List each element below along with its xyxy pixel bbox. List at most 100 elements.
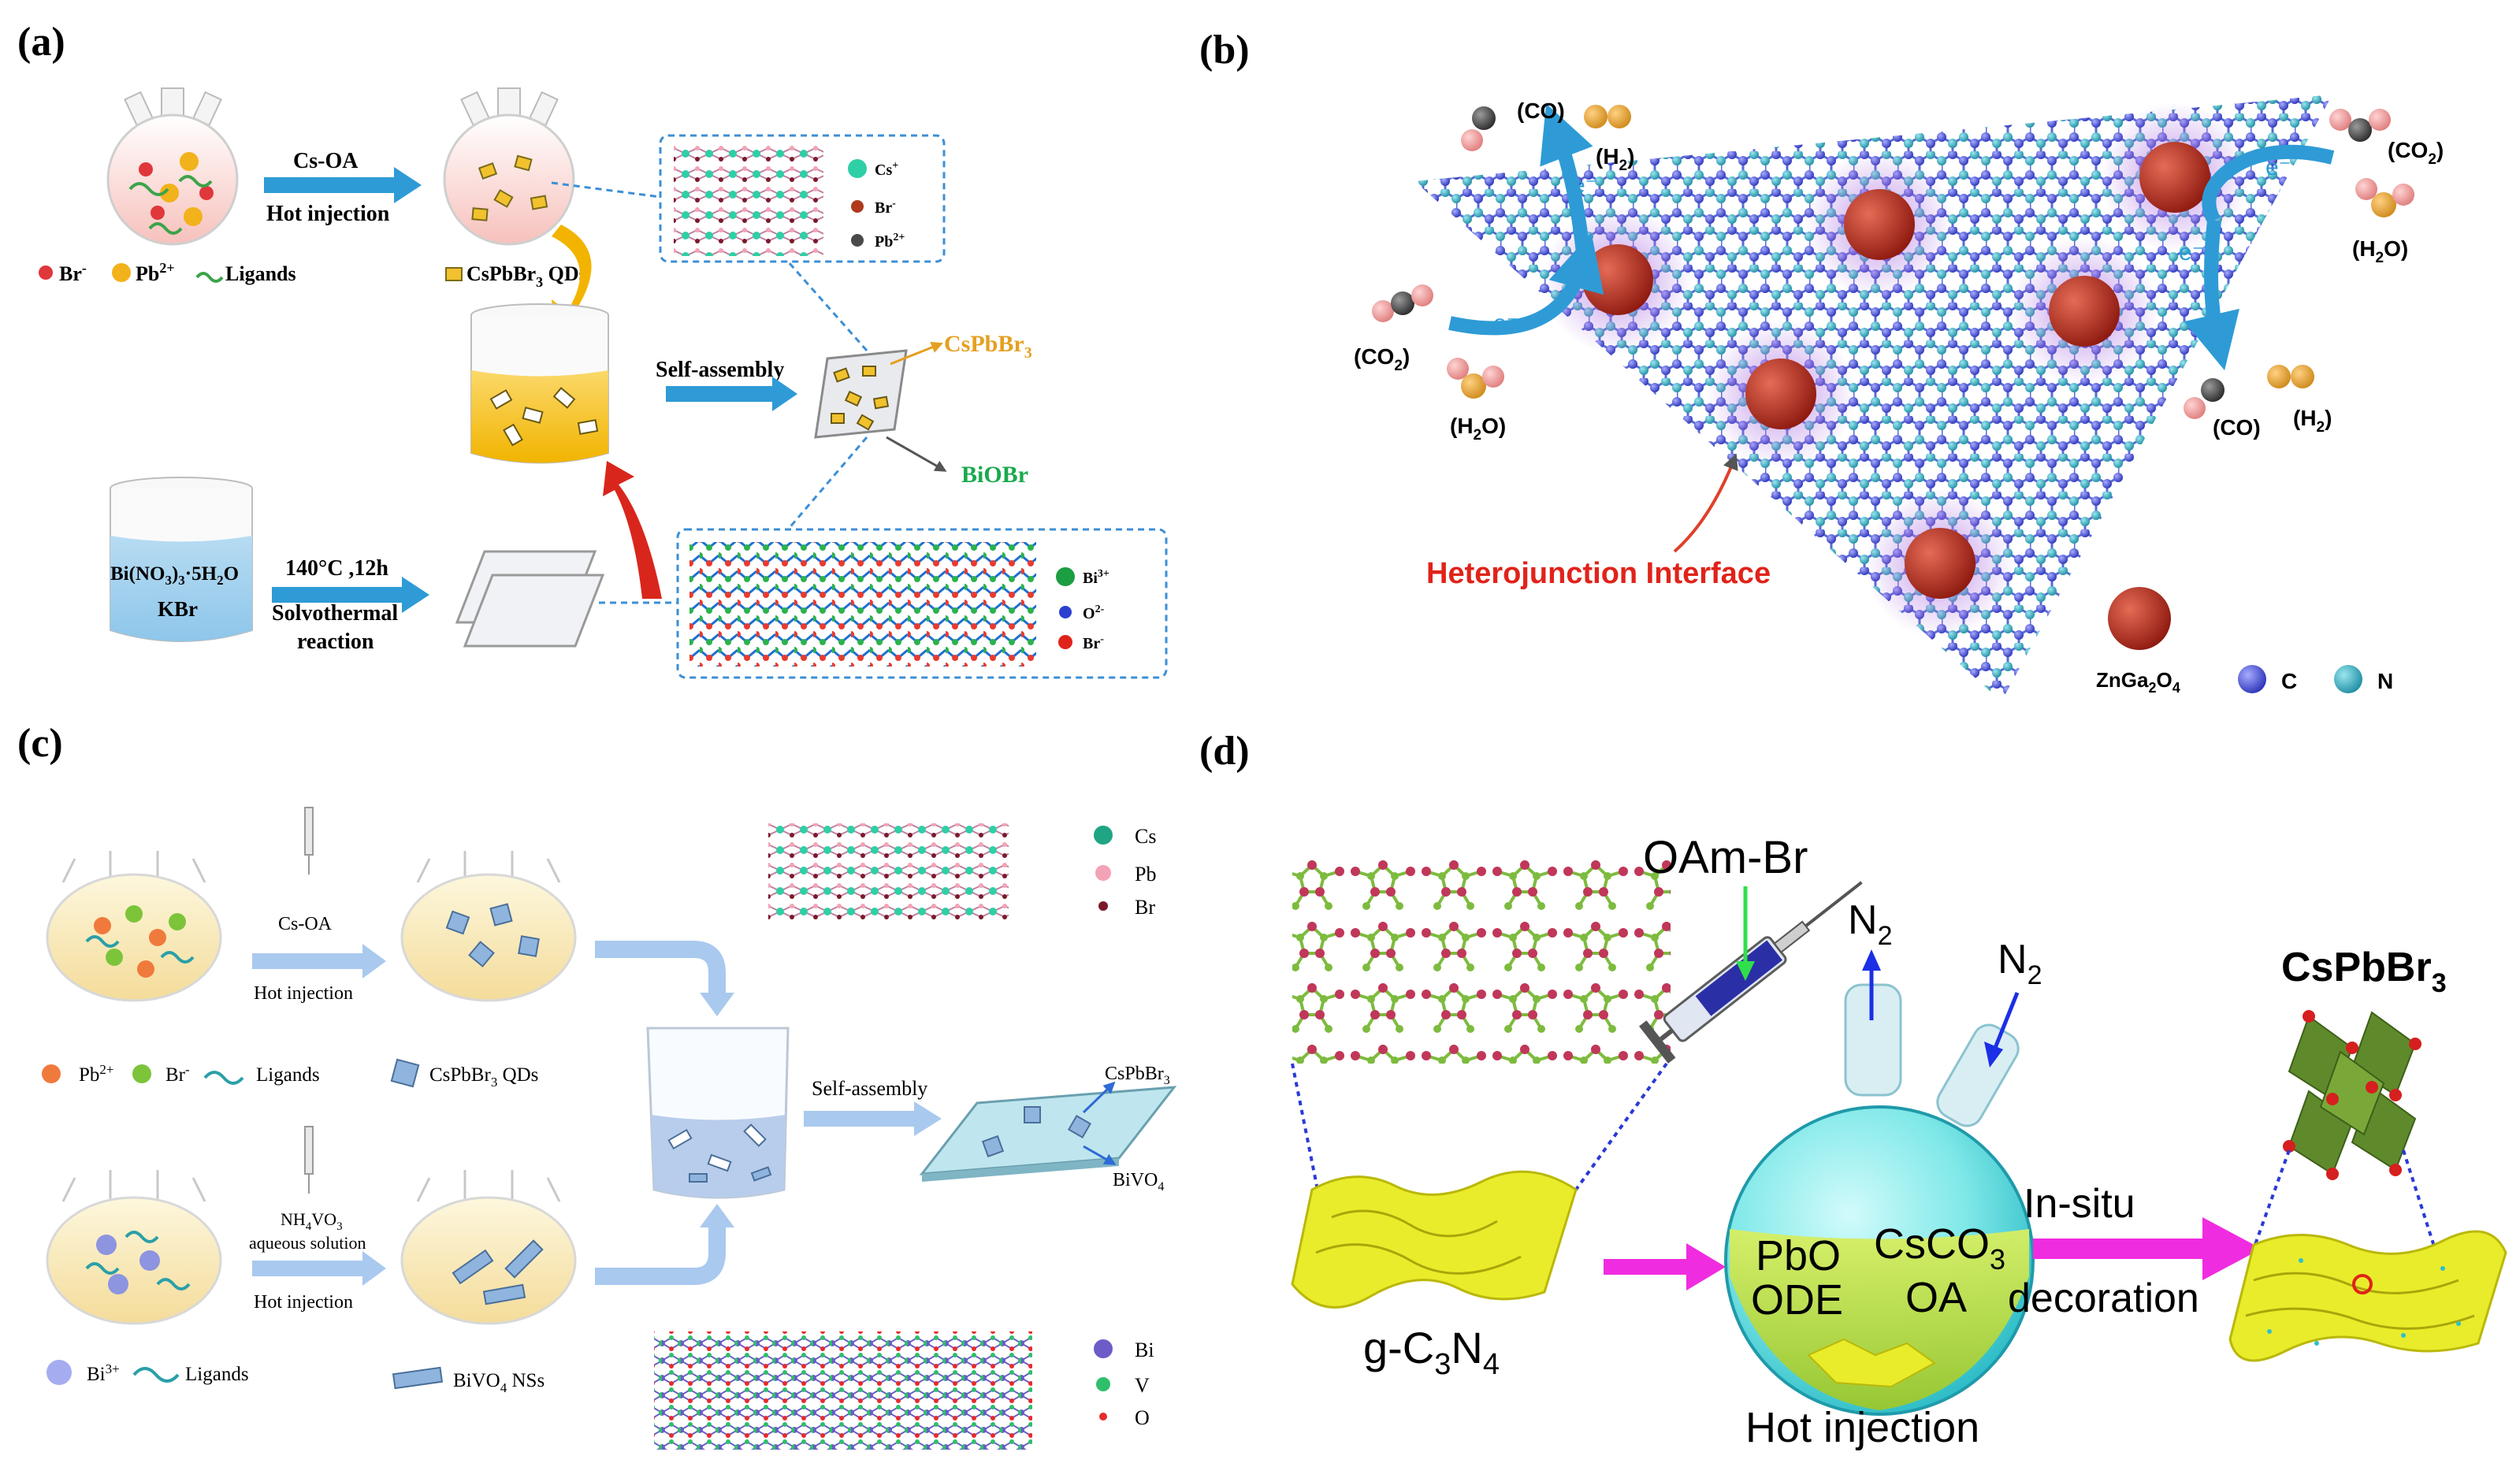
c-flask-3	[46, 1170, 222, 1325]
b-legend-c-icon	[2238, 665, 2266, 693]
a-legend-br: Br	[59, 262, 82, 285]
b-heterojunction-label: Heterojunction Interface	[1426, 557, 1771, 590]
d-oa: OA	[1905, 1274, 1967, 1321]
svg-text:Pb2+: Pb2+	[136, 260, 175, 285]
b-molecule-co-right	[2184, 378, 2225, 419]
a-cs-oa-label: Cs-OA	[293, 149, 359, 173]
c-leg-cs: Cs	[1135, 825, 1156, 848]
c-aqueous: aqueous solution	[249, 1233, 366, 1253]
a-qds-label: CsPbBr	[466, 262, 536, 285]
svg-text:NH4VO3: NH4VO3	[281, 1209, 343, 1233]
b-arrow-right-in	[2202, 144, 2335, 225]
c-bi-dot-icon	[46, 1360, 72, 1385]
svg-text:CsPbBr3 QDs: CsPbBr3 QDs	[466, 262, 587, 290]
a-solvothermal-label: Solvothermal	[272, 601, 398, 626]
b-electron-1: e⁻	[1493, 310, 1519, 336]
a-legend-pb: Pb	[136, 262, 159, 285]
c-o-icon	[1099, 1413, 1107, 1420]
svg-text:N2: N2	[1848, 897, 1892, 951]
a-br-dot-icon	[39, 266, 53, 280]
c-legend-ligands-2: Ligands	[185, 1364, 249, 1385]
a-arrow-hot-injection	[264, 167, 422, 203]
flask-precursor	[106, 87, 239, 246]
c-hot-injection-2: Hot injection	[254, 1292, 353, 1313]
svg-text:CsPbBr3: CsPbBr3	[944, 331, 1032, 362]
b-molecule-h2-left	[1584, 105, 1631, 128]
svg-text:(H2): (H2)	[2293, 406, 2332, 436]
b-molecule-h2o-right	[2355, 178, 2414, 217]
b-arrow-left-in	[1448, 232, 1604, 336]
d-n2-b: N	[1998, 937, 2028, 982]
a-cspbbr3-label: CsPbBr	[944, 331, 1024, 357]
flask-qds	[443, 87, 575, 246]
b-legend-n-icon	[2334, 665, 2362, 693]
c-br-icon	[1098, 901, 1108, 911]
c-legend-bi: Bi	[87, 1364, 106, 1385]
d-decorated-sheet	[2228, 1230, 2507, 1362]
c-legend-pb: Pb	[79, 1064, 99, 1086]
panel-c: (c) Cs-OA Hot injection	[17, 721, 1177, 1450]
a-cspbbr3-lattice	[674, 146, 823, 256]
d-cspbbr3: CsPbBr	[2281, 945, 2432, 990]
a-bi-ion-icon	[1056, 567, 1075, 586]
b-h2-right: (H	[2293, 406, 2317, 430]
c-legend-ligands: Ligands	[256, 1064, 320, 1086]
a-ion-pb: Pb	[875, 233, 893, 251]
a-pb-dot-icon	[112, 263, 131, 282]
a-ligand-icon	[195, 272, 224, 283]
c-legend-br: Br	[165, 1064, 186, 1086]
a-hot-injection-label: Hot injection	[266, 202, 390, 226]
a-curved-arrow-red	[603, 461, 662, 599]
svg-text:BiVO4 NSs: BiVO4 NSs	[453, 1370, 545, 1395]
d-hot-injection: Hot injection	[1745, 1404, 1979, 1451]
svg-text:(CO2): (CO2)	[2388, 138, 2444, 168]
svg-text:Bi3+: Bi3+	[87, 1361, 120, 1385]
svg-text:(H2O): (H2O)	[1450, 414, 1506, 444]
a-crystal-callout	[659, 134, 946, 263]
a-biobr-label: BiOBr	[961, 462, 1028, 488]
panel-a-tag: (a)	[17, 20, 65, 65]
c-arrow-bottom-bend	[595, 1225, 726, 1285]
c-v-icon	[1096, 1377, 1110, 1391]
d-n2-a: N	[1848, 897, 1878, 943]
c-ligand-icon	[203, 1071, 244, 1085]
c-arrow-self-assembly	[804, 1101, 942, 1136]
d-syringe	[1639, 881, 1863, 1064]
svg-text:CsCO3: CsCO3	[1874, 1220, 2005, 1276]
c-beaker	[646, 1027, 790, 1199]
b-electron-4: e⁻	[2179, 240, 2205, 266]
b-h2-left: (H	[1596, 144, 1619, 169]
panel-d-tag: (d)	[1199, 729, 1250, 774]
a-br2-ion-icon	[1058, 635, 1072, 649]
c-bivo4-label: BiVO	[453, 1370, 500, 1391]
a-biobr-lattice	[689, 542, 1036, 667]
svg-text:O2-: O2-	[1083, 603, 1105, 622]
a-reaction-label: reaction	[297, 629, 374, 654]
svg-text:Pb2+: Pb2+	[875, 232, 905, 251]
b-co2-right: (CO	[2388, 138, 2428, 162]
svg-text:(H2): (H2)	[1596, 144, 1634, 174]
d-arrow-left	[1604, 1243, 1726, 1290]
svg-text:N2: N2	[1998, 937, 2042, 990]
c-br-dot-icon	[132, 1064, 151, 1083]
a-ion-br2: Br	[1083, 635, 1100, 652]
panel-a: (a) Cs-OA Hot injection Br- Pb2+ Ligands	[17, 20, 1168, 679]
b-molecule-co-left	[1461, 106, 1496, 151]
a-yellow-beaker	[470, 303, 609, 464]
a-pb-ion-icon	[851, 234, 864, 247]
c-flask-1	[46, 851, 222, 1002]
svg-text:Br-: Br-	[165, 1062, 190, 1086]
c-flask-2	[400, 851, 577, 1002]
b-arrow-left-up	[1540, 103, 1593, 261]
a-beaker-line2: KBr	[158, 597, 198, 621]
c-composite-sheet	[919, 1086, 1177, 1182]
b-zngao-clusters	[1543, 102, 2250, 638]
a-temp-label: 140°C ,12h	[285, 556, 388, 581]
c-arrow-2	[252, 1251, 386, 1286]
a-blue-beaker	[110, 477, 253, 642]
c-syringe-2	[304, 1126, 314, 1194]
d-ode: ODE	[1751, 1276, 1843, 1324]
d-csco3: CsCO	[1874, 1220, 1990, 1268]
svg-text:Bi(NO3)3·5H2O: Bi(NO3)3·5H2O	[110, 563, 239, 588]
b-arrow-right-down	[2184, 220, 2239, 371]
